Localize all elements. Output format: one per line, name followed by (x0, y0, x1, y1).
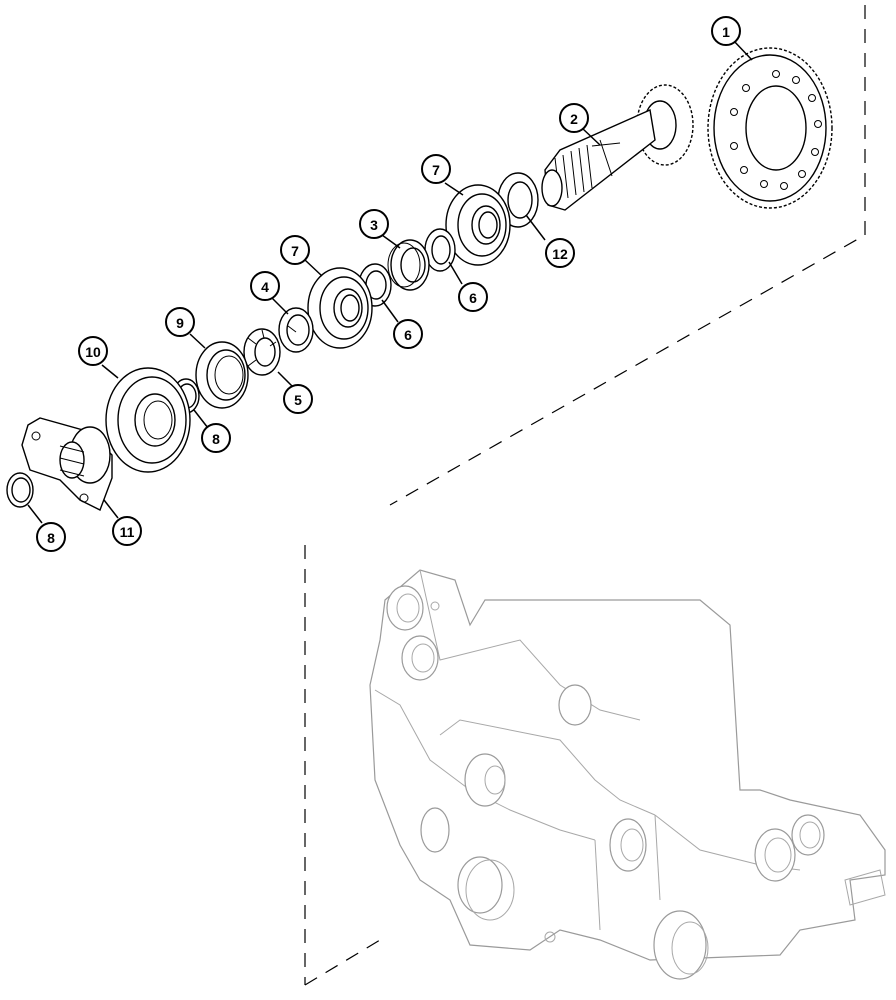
svg-text:1: 1 (722, 24, 730, 40)
callout-1: 1 (711, 16, 741, 46)
callout-2: 2 (559, 103, 589, 133)
callout-3: 3 (359, 209, 389, 239)
svg-text:8: 8 (212, 431, 220, 447)
svg-text:6: 6 (404, 327, 412, 343)
circlip-lower (6, 472, 34, 508)
callout-8-upper: 8 (201, 423, 231, 453)
ring-gear-bolt-holes (730, 70, 822, 190)
callout-6-lower: 6 (393, 319, 423, 349)
svg-text:7: 7 (432, 162, 440, 178)
bearing-upper (445, 184, 511, 266)
callout-11: 11 (112, 516, 142, 546)
callout-8-lower: 8 (36, 522, 66, 552)
callout-12: 12 (545, 238, 575, 268)
slotted-nut (243, 328, 281, 376)
svg-text:8: 8 (47, 530, 55, 546)
svg-text:9: 9 (176, 315, 184, 331)
snap-washer (278, 307, 314, 353)
svg-text:4: 4 (261, 279, 269, 295)
svg-text:11: 11 (120, 524, 135, 540)
callouts: 1 2 3 4 5 6 6 7 (36, 16, 741, 552)
callout-10: 10 (78, 336, 108, 366)
leader-lines (27, 39, 753, 524)
svg-text:10: 10 (85, 344, 101, 360)
pinion-shaft (541, 84, 694, 211)
svg-text:3: 3 (370, 217, 378, 233)
svg-text:2: 2 (570, 111, 578, 127)
spacer-ring-upper (424, 228, 456, 272)
callout-6-upper: 6 (458, 282, 488, 312)
ring-gear (707, 47, 833, 209)
callout-7-lower: 7 (280, 235, 310, 265)
callout-7-upper: 7 (421, 154, 451, 184)
reference-frame (304, 5, 866, 986)
oil-seal (195, 341, 249, 409)
dust-cover (105, 367, 191, 473)
callout-9: 9 (165, 307, 195, 337)
svg-text:5: 5 (294, 392, 302, 408)
axle-housing (369, 569, 886, 980)
bearing-lower (307, 267, 373, 349)
drive-yoke (21, 417, 113, 511)
callout-5: 5 (283, 384, 313, 414)
callout-4: 4 (250, 271, 280, 301)
svg-text:12: 12 (552, 246, 568, 262)
svg-text:7: 7 (291, 243, 299, 259)
bearing-cone (387, 239, 430, 291)
svg-text:6: 6 (469, 290, 477, 306)
